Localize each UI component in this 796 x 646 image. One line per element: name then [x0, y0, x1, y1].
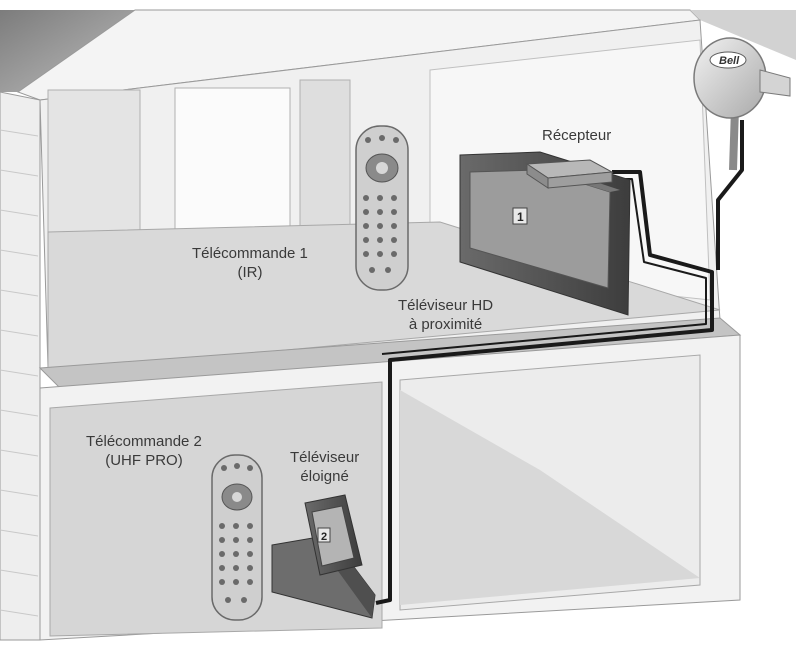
remote-2-label: Télécommande 2 (UHF PRO)	[86, 433, 202, 469]
receiver-box-icon	[525, 159, 614, 189]
house-left-wall	[0, 91, 41, 641]
satellite-dish-icon: Bell	[693, 37, 791, 171]
remote-1-icon	[355, 125, 409, 291]
hd-tv-label: Téléviseur HD à proximité	[398, 297, 494, 333]
far-tv-number: 2	[321, 531, 327, 543]
coax-cable	[375, 120, 744, 605]
hd-tv-icon: 1	[459, 151, 631, 316]
far-tv-icon: 2	[271, 494, 376, 619]
remote-1-label: Télécommande 1 (IR)	[192, 245, 308, 281]
hd-tv-number: 1	[517, 210, 524, 224]
dish-brand-label: Bell	[719, 55, 740, 67]
far-tv-label: Téléviseur éloigné	[290, 449, 360, 485]
house-roof	[0, 0, 796, 101]
receiver-label: Récepteur	[542, 127, 612, 144]
remote-2-icon	[211, 454, 263, 621]
